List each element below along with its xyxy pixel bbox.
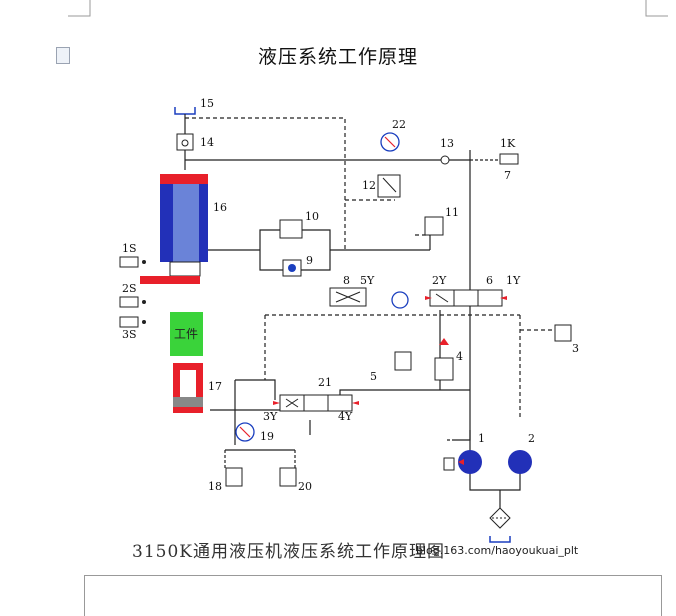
label-2y: 2Y: [432, 274, 447, 287]
crop-mark-top-right: [645, 0, 668, 17]
label-22: 22: [392, 118, 406, 131]
label-2s: 2S: [122, 282, 137, 295]
label-17: 17: [208, 380, 222, 393]
label-14: 14: [200, 136, 214, 149]
label-1: 1: [478, 432, 485, 445]
label-13: 13: [440, 137, 454, 150]
label-4: 4: [456, 350, 463, 363]
watermark: blog.163.com/haoyoukuai_plt: [416, 544, 579, 557]
label-9: 9: [306, 254, 313, 267]
label-16: 16: [213, 201, 227, 214]
label-6: 6: [486, 274, 493, 287]
label-3: 3: [572, 342, 579, 355]
label-8: 8: [343, 274, 350, 287]
label-7: 7: [504, 169, 511, 182]
page-title: 液压系统工作原理: [257, 46, 418, 68]
label-3y: 3Y: [263, 410, 278, 423]
label-3s: 3S: [122, 328, 137, 341]
label-4y: 4Y: [338, 410, 353, 423]
label-5: 5: [370, 370, 377, 383]
label-20: 20: [298, 480, 312, 493]
figure-caption: 3150K通用液压机液压系统工作原理图: [132, 542, 445, 562]
label-1s: 1S: [122, 242, 137, 255]
label-18: 18: [208, 480, 222, 493]
hydraulic-schematic: 工件 15: [119, 97, 579, 543]
label-1y: 1Y: [506, 274, 521, 287]
label-1k: 1K: [500, 137, 516, 150]
document-icon: [56, 47, 70, 64]
label-19: 19: [260, 430, 274, 443]
label-11: 11: [445, 206, 459, 219]
workpiece-label: 工件: [174, 327, 198, 341]
label-5y: 5Y: [360, 274, 375, 287]
label-2: 2: [528, 432, 535, 445]
label-21: 21: [318, 376, 332, 389]
label-10: 10: [305, 210, 319, 223]
next-page-box: [84, 575, 662, 616]
label-12: 12: [362, 179, 376, 192]
label-15: 15: [200, 97, 214, 110]
crop-mark-top-left: [68, 0, 91, 17]
